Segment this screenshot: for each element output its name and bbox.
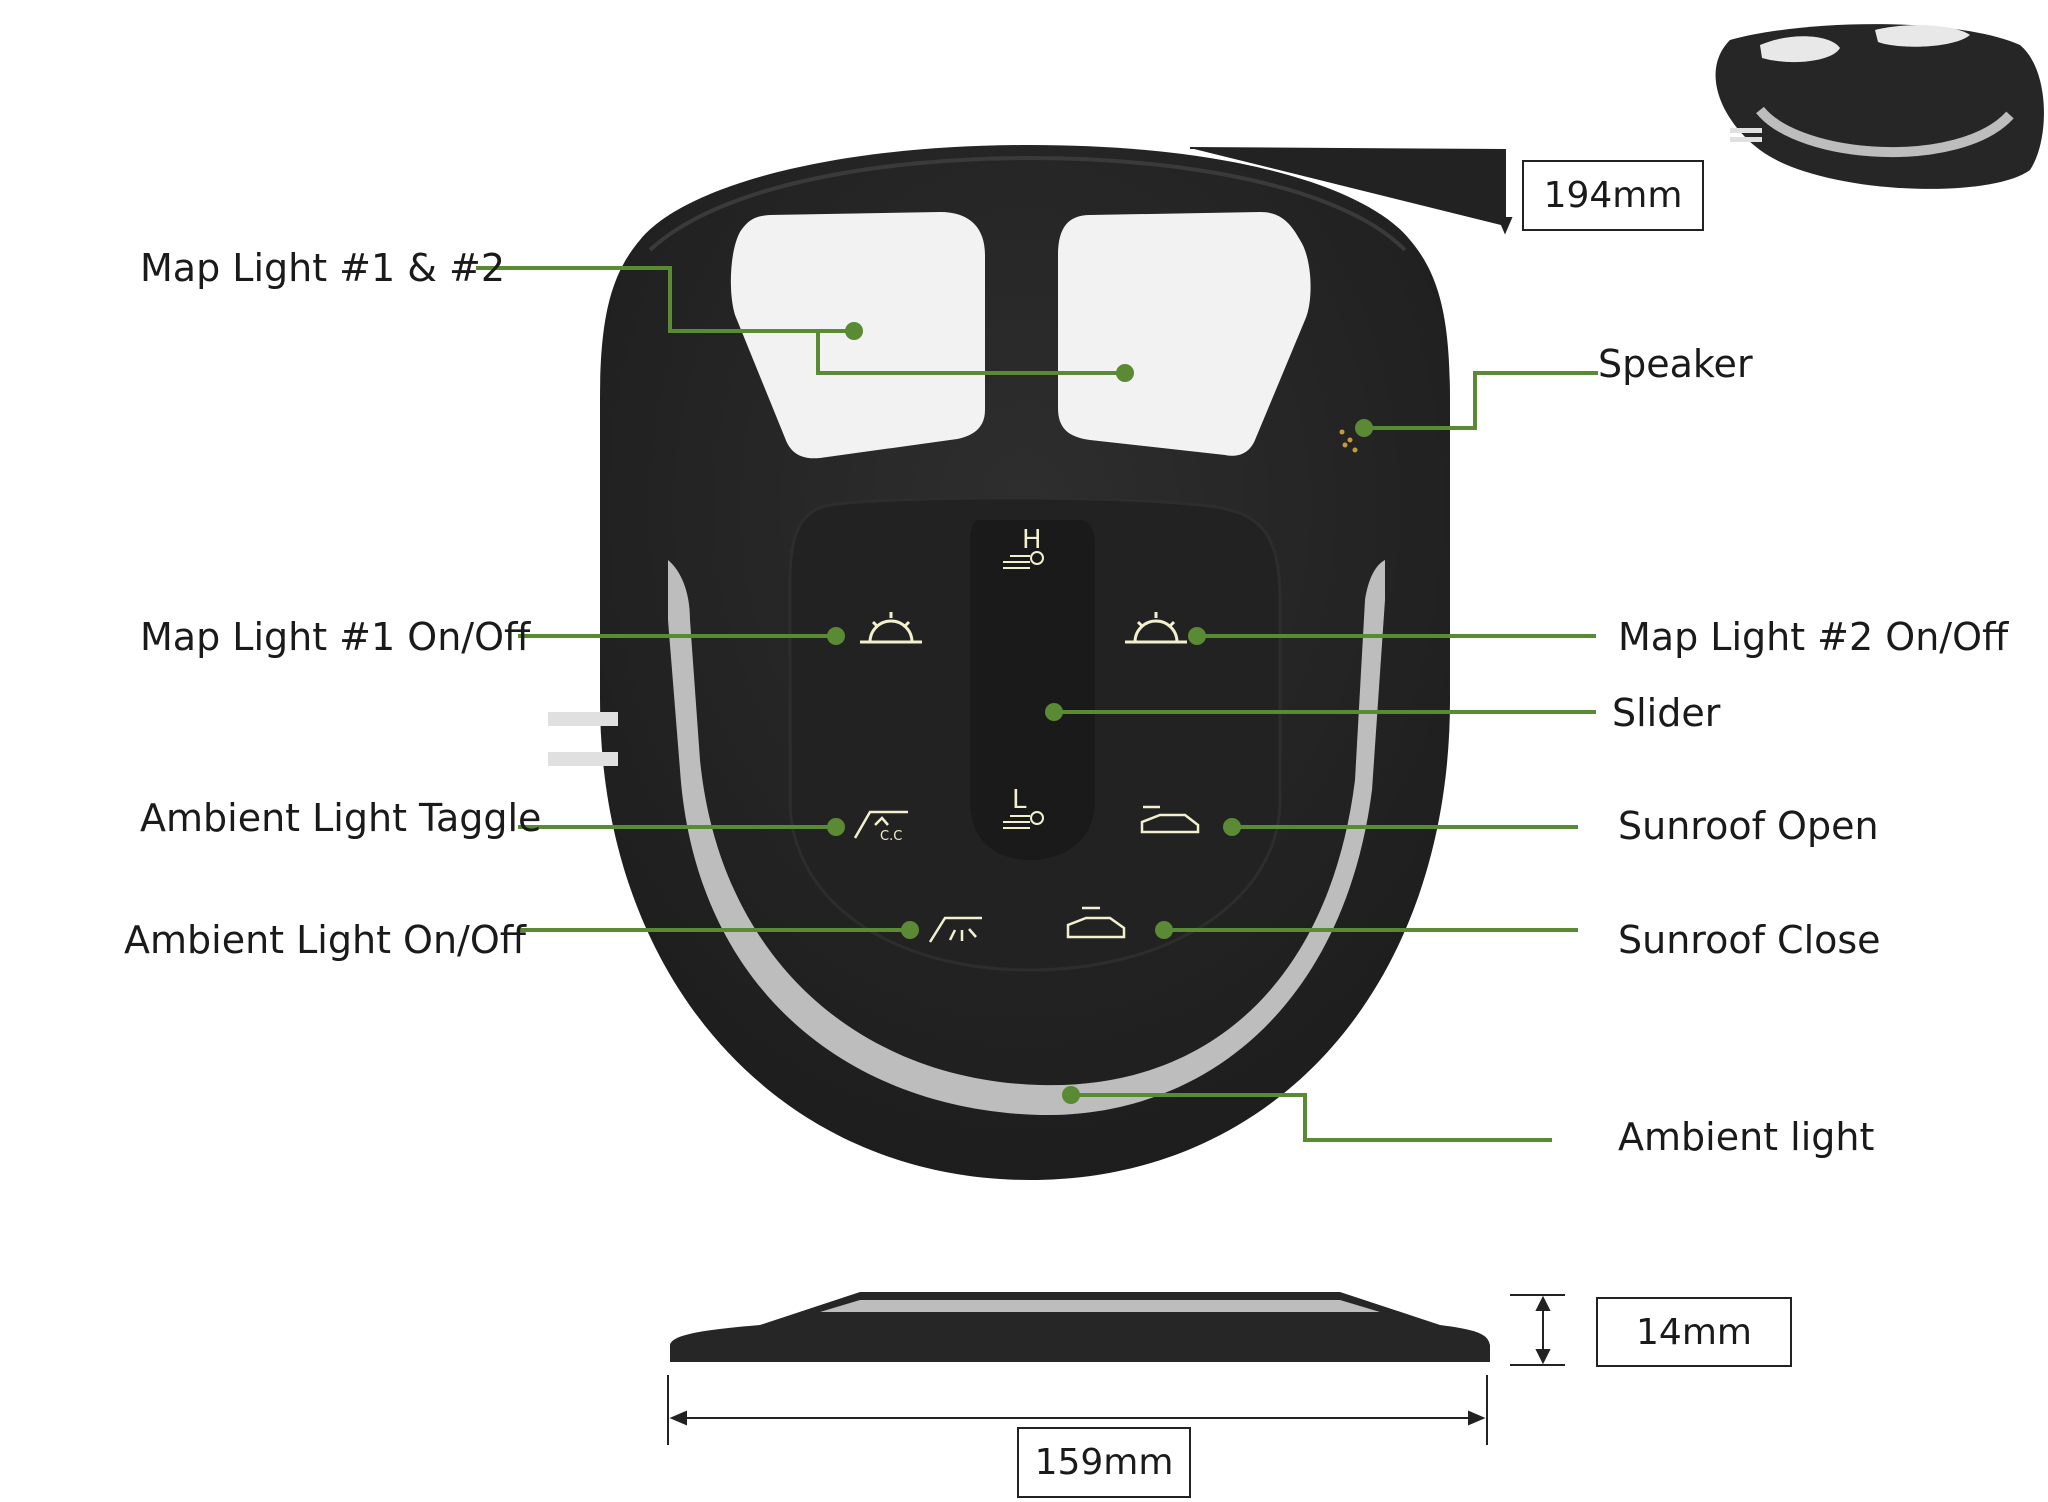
callout-dot-map-light-2: [1116, 364, 1134, 382]
callout-dot-ambient-light: [1062, 1086, 1080, 1104]
cable-stub: [548, 712, 618, 726]
callout-dot-sunroof-close: [1155, 921, 1173, 939]
map-light-2-icon[interactable]: [1125, 612, 1187, 644]
callout-dot-ambient-onoff: [901, 921, 919, 939]
callout-dot-sunroof-open: [1223, 818, 1241, 836]
label-speaker: Speaker: [1598, 342, 1753, 386]
ambient-light-onoff-icon[interactable]: [928, 916, 982, 943]
callout-dot-map-light-1: [845, 322, 863, 340]
ambient-light-toggle-icon[interactable]: [853, 810, 908, 839]
slider-low-mark: L: [1012, 785, 1027, 815]
ambient-toggle-cc-text: C.C: [880, 829, 902, 844]
leader-map-light-1-2: [476, 266, 854, 333]
label-ambient-light-toggle: Ambient Light Taggle: [140, 796, 542, 840]
dimension-width-box: 159mm: [1017, 1427, 1191, 1498]
label-sunroof-close: Sunroof Close: [1618, 918, 1881, 962]
sunroof-open-icon[interactable]: [1140, 805, 1200, 834]
slider-high-mark: H: [1022, 525, 1042, 555]
map-light-2-button[interactable]: [1058, 212, 1311, 456]
dimension-depth-box: 194mm: [1522, 160, 1704, 231]
dimension-line-194: [1189, 147, 1506, 226]
leader-speaker: [1364, 371, 1598, 430]
label-slider: Slider: [1612, 691, 1721, 735]
callout-dot-speaker: [1355, 419, 1373, 437]
side-view: [670, 1292, 1490, 1362]
leader-map-light-2-branch: [816, 331, 1125, 375]
label-ambient-light: Ambient light: [1618, 1115, 1875, 1159]
callout-dot-map-light-1-onoff: [827, 627, 845, 645]
label-map-light-2-onoff: Map Light #2 On/Off: [1618, 615, 2009, 659]
dimension-height-box: 14mm: [1596, 1297, 1792, 1367]
map-light-1-icon[interactable]: [860, 612, 922, 644]
label-map-light-1-2: Map Light #1 & #2: [140, 246, 506, 290]
label-map-light-1-onoff: Map Light #1 On/Off: [140, 615, 531, 659]
callout-dot-map-light-2-onoff: [1188, 627, 1206, 645]
callout-dot-slider: [1045, 703, 1063, 721]
speaker-holes: [1339, 429, 1358, 453]
leader-ambient-light: [1071, 1093, 1552, 1142]
label-ambient-light-onoff: Ambient Light On/Off: [124, 918, 526, 962]
slider-channel: [970, 520, 1095, 860]
callout-dot-ambient-toggle: [827, 818, 845, 836]
perspective-view: [1715, 24, 2044, 189]
sunroof-close-icon[interactable]: [1066, 906, 1126, 939]
label-sunroof-open: Sunroof Open: [1618, 804, 1879, 848]
